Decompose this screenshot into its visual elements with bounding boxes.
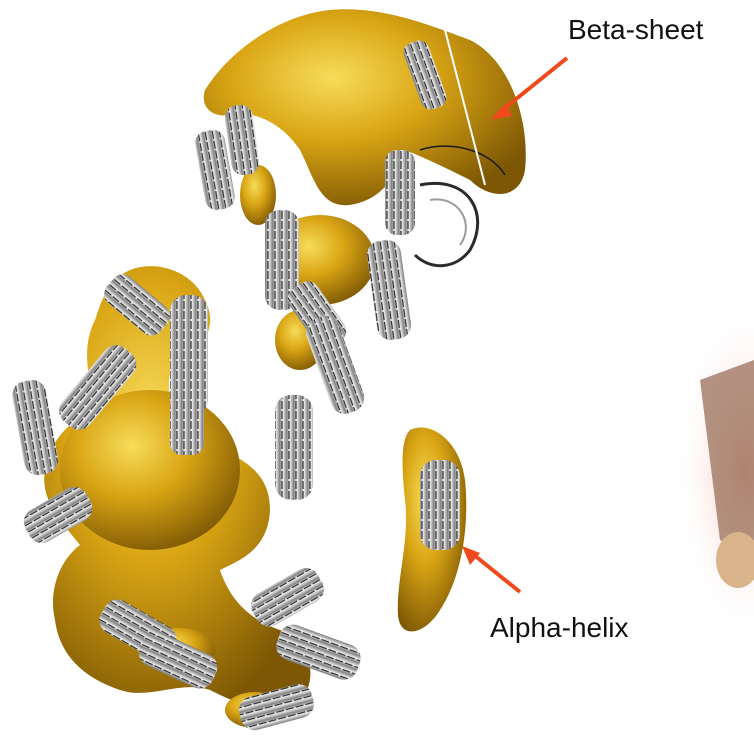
alpha-helix-arrow [462, 546, 520, 592]
beta-sheet-label: Beta-sheet [568, 14, 703, 46]
alpha-helix-label: Alpha-helix [490, 612, 629, 644]
beta-ribbon [415, 183, 478, 265]
second-model [675, 300, 754, 640]
